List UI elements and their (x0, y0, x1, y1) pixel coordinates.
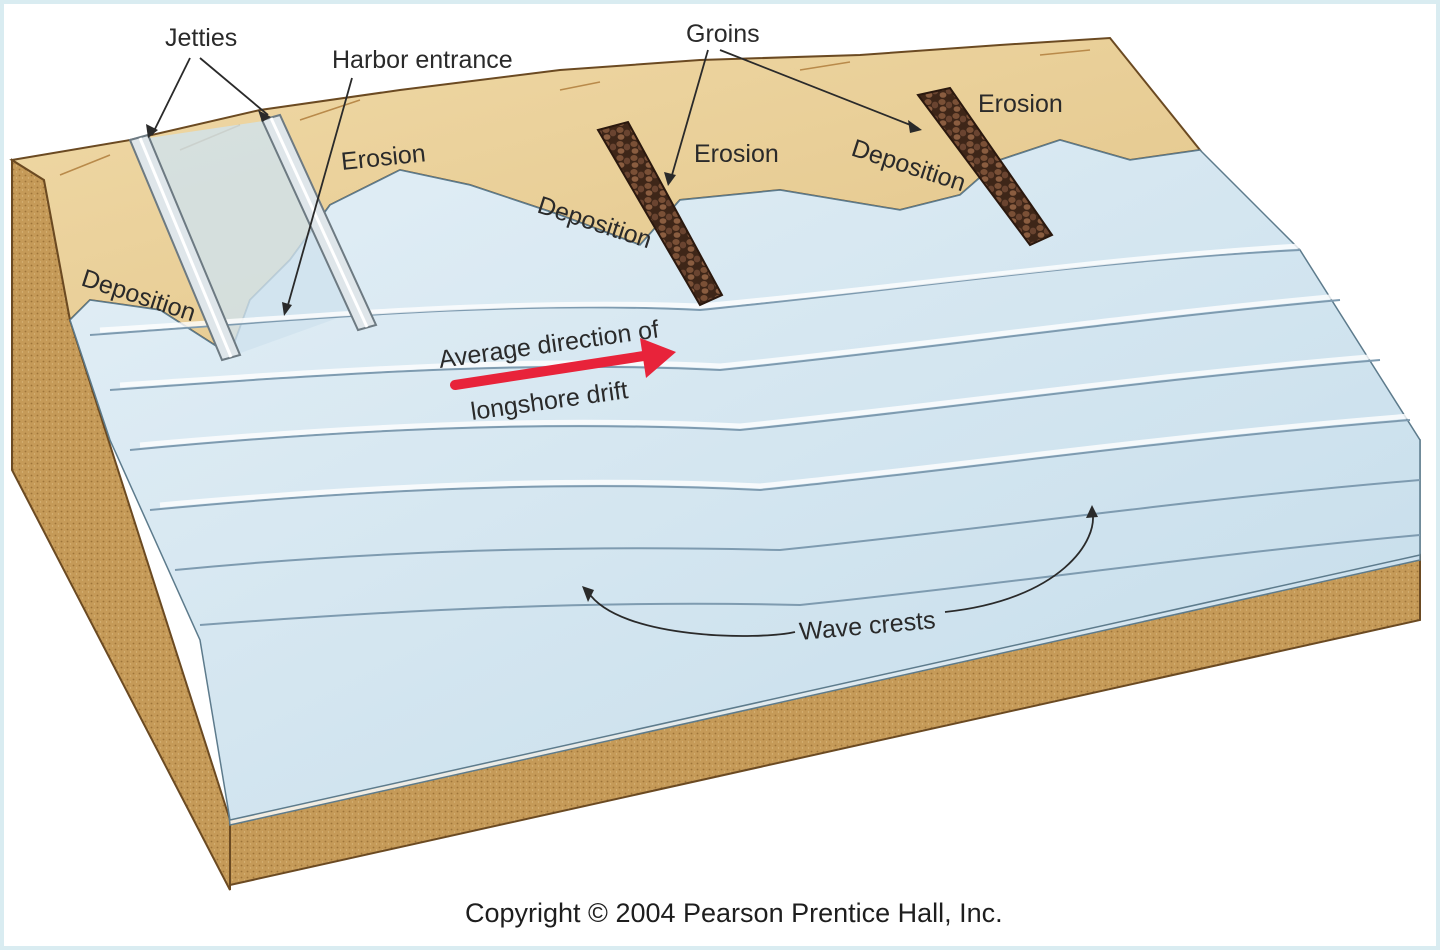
leader-arrowheads (146, 110, 1098, 602)
jetty-right (260, 113, 378, 332)
label-groins: Groins (686, 20, 760, 48)
longshore-drift-arrow (450, 338, 676, 390)
label-harbor-entrance: Harbor entrance (332, 46, 513, 74)
leader-lines (151, 49, 1094, 637)
copyright-notice: Copyright © 2004 Pearson Prentice Hall, … (465, 898, 1003, 928)
wave-crest-line (89, 249, 1301, 336)
label-erosion-2: Erosion (694, 140, 779, 168)
wave-crest-line (199, 534, 1421, 626)
wave-crest-line (174, 479, 1421, 571)
label-jetties: Jetties (165, 24, 237, 52)
groin-2 (916, 86, 1054, 247)
wave-crest-line (109, 299, 1341, 391)
groin-1 (596, 120, 724, 307)
wave-crest-line (129, 359, 1381, 451)
wave-crests (89, 249, 1421, 626)
wave-crest-line (149, 419, 1411, 511)
jetty-left (128, 133, 242, 362)
label-erosion-3: Erosion (978, 90, 1063, 118)
